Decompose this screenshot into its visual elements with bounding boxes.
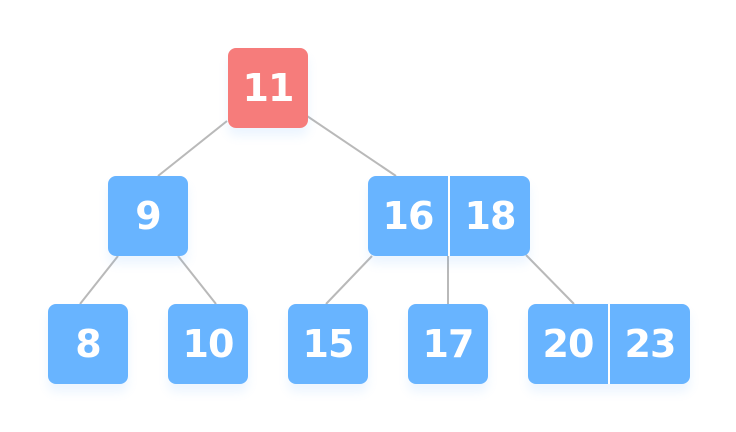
edge-left-left [79,255,119,305]
leaf-node: 20 23 [528,304,690,384]
leaf-node: 10 [168,304,248,384]
node-key: 18 [448,176,530,256]
node-key: 17 [408,304,488,384]
edge-root-right [306,115,397,177]
edge-right-left [325,255,373,305]
node-key: 9 [108,176,188,256]
left-child-node: 9 [108,176,188,256]
root-node: 11 [228,48,308,128]
node-key: 23 [608,304,690,384]
node-key: 20 [528,304,608,384]
edge-root-left [157,120,228,177]
node-key: 16 [368,176,448,256]
leaf-node: 8 [48,304,128,384]
node-key: 15 [288,304,368,384]
edge-right-right [525,254,575,305]
node-key: 11 [228,48,308,128]
edge-left-right [177,255,217,305]
leaf-node: 17 [408,304,488,384]
leaf-node: 15 [288,304,368,384]
right-child-node: 16 18 [368,176,530,256]
node-key: 10 [168,304,248,384]
node-key: 8 [48,304,128,384]
